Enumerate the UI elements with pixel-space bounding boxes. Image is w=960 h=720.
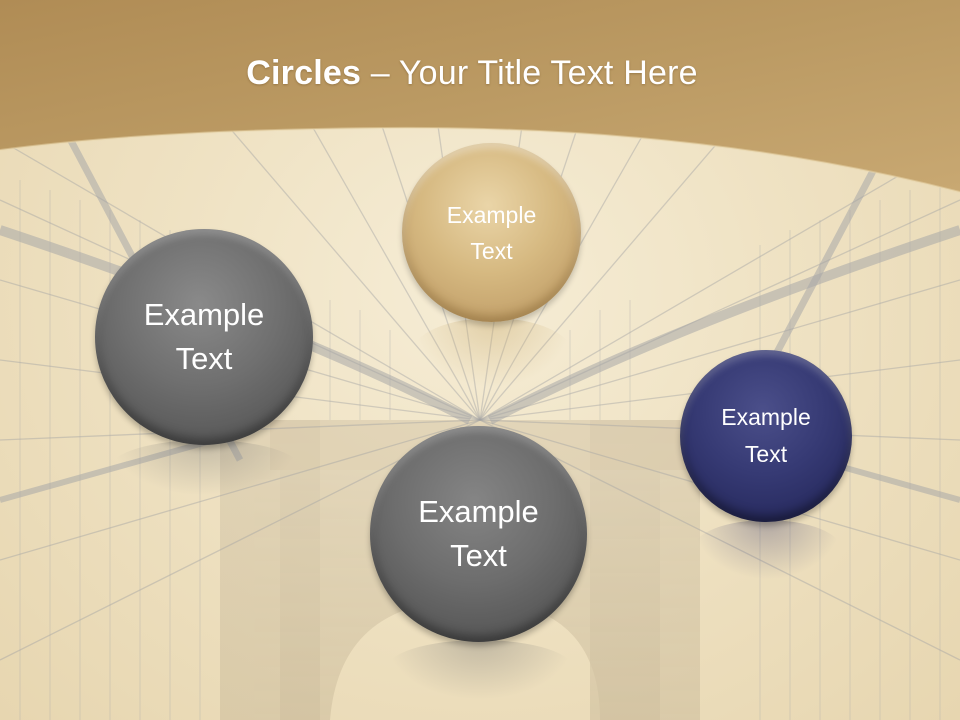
- circle-gray-bottom[interactable]: Example Text: [370, 426, 587, 642]
- title-rest-text: – Your Title Text Here: [361, 54, 698, 92]
- circle-reflection: [412, 318, 572, 388]
- header-band: [0, 0, 960, 193]
- circle-text-line1: Example: [418, 494, 539, 529]
- circle-gold-top[interactable]: Example Text: [402, 143, 581, 322]
- circle-text-line2: Text: [175, 341, 233, 376]
- circle-text-line1: Example: [446, 201, 537, 228]
- circle-text-line2: Text: [470, 237, 513, 264]
- circle-reflection: [385, 640, 575, 700]
- circle-reflection: [110, 440, 300, 496]
- circle-navy-right[interactable]: Example Text: [680, 350, 852, 522]
- slide-title: Circles – Your Title Text Here: [0, 54, 944, 93]
- circle-text-line2: Text: [744, 441, 788, 467]
- title-bold-text: Circles: [246, 54, 362, 92]
- circle-gray-left[interactable]: Example Text: [95, 229, 313, 445]
- circle-text-line2: Text: [450, 538, 507, 573]
- circle-text-line1: Example: [143, 297, 265, 332]
- circle-reflection: [692, 520, 842, 580]
- circle-text-line1: Example: [721, 404, 811, 430]
